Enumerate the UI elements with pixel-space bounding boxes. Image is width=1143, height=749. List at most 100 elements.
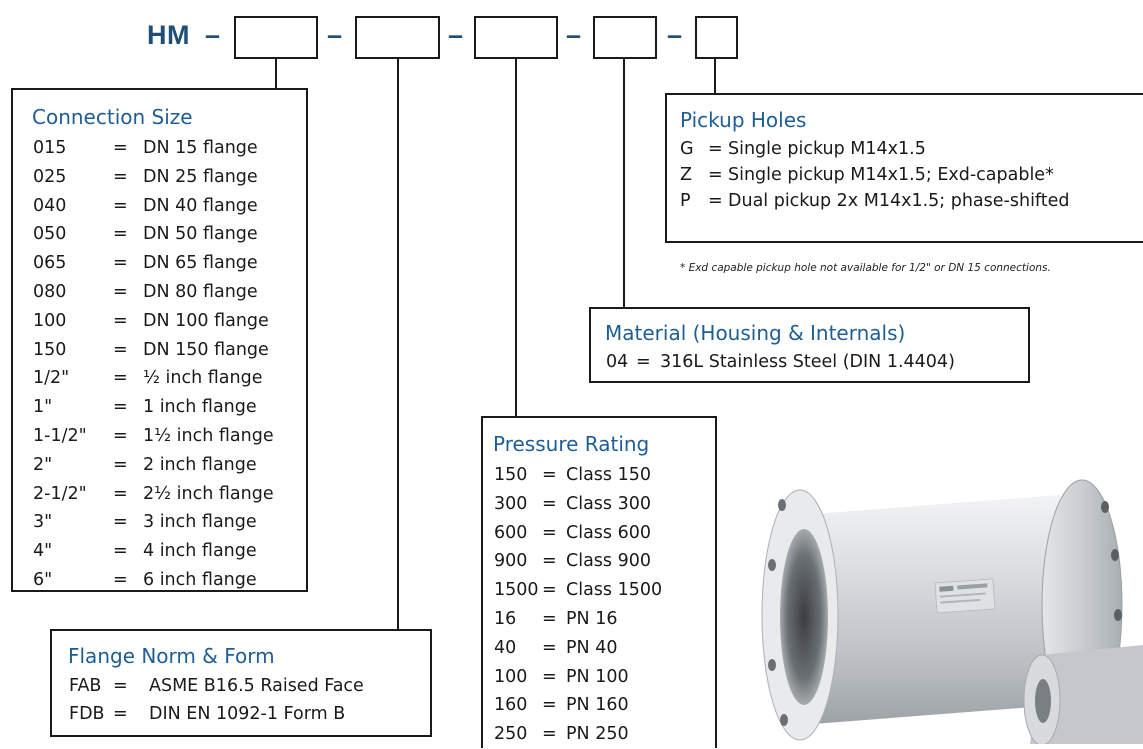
option-code: 1" [33,397,53,418]
option-description: Class 600 [566,522,652,543]
connection-size-row: 4" = 4 inch flange [33,537,274,566]
option-code: 4" [33,541,53,562]
equals-sign: = [542,493,557,514]
option-code: 160 [494,695,528,716]
option-description: DN 50 flange [143,224,258,245]
second-meter-bore [1035,679,1051,723]
option-description: Single pickup M14x1.5 [728,139,926,159]
equals-sign: = [113,195,128,216]
option-code: 2-1/2" [33,483,87,504]
option-code: 100 [33,310,67,331]
connection-size-row: 2-1/2"=2½ inch flange [33,480,274,509]
option-code: Z [680,165,692,185]
code-separator: – [448,20,464,50]
option-code: 150 [33,339,67,360]
option-code: 600 [494,522,528,543]
option-description: PN 160 [566,695,629,716]
code-segment-pickup-holes [695,16,738,59]
connection-size-row: 3"=3 inch flange [33,508,274,537]
connection-size-row: 150=DN 150 flange [33,336,274,365]
equals-sign: = [113,138,128,158]
option-description: PN 250 [566,724,629,745]
option-code: 1/2" [33,368,70,389]
material-row: 04=316L Stainless Steel (DIN 1.4404) [606,349,955,375]
option-code: 080 [33,281,67,302]
option-code: FAB [69,676,102,696]
option-description: Dual pickup 2x M14x1.5; phase-shifted [728,191,1070,211]
bolt-hole [768,659,776,671]
option-code: 300 [494,493,528,514]
equals-sign: = [113,676,128,696]
material-panel: Material (Housing & Internals) 04=316L S… [589,307,1030,383]
pickup-holes-row: P=Dual pickup 2x M14x1.5; phase-shifted [680,188,1070,214]
connection-size-row: 1-1/2"=1½ inch flange [33,422,274,451]
option-description: ASME B16.5 Raised Face [149,676,364,696]
bolt-hole [1114,609,1122,621]
option-description: Single pickup M14x1.5; Exd-capable* [728,165,1054,185]
option-description: Class 900 [566,551,652,572]
option-description: ½ inch flange [143,368,263,389]
bolt-hole [1111,549,1119,561]
connector-line-connection-size [275,57,277,89]
flange-norm-title: Flange Norm & Form [68,644,275,668]
option-code: 025 [33,166,67,187]
code-separator: – [205,20,221,50]
pressure-rating-row: 1500=Class 1500 [494,576,662,605]
code-separator: – [327,20,343,50]
pipe-body [800,495,1060,725]
option-code: 015 [33,138,67,158]
code-segment-material [593,16,657,59]
option-code: 3" [33,512,53,533]
connection-size-row: 040=DN 40 flange [33,192,274,221]
option-description: DN 15 flange [143,138,258,158]
option-code: 250 [494,724,528,745]
equals-sign: = [113,253,128,274]
flowmeter-product-image [761,479,1143,744]
option-code: 100 [494,666,528,687]
equals-sign: = [113,281,128,302]
model-code-prefix: HM [147,20,190,50]
option-description: DN 100 flange [143,310,269,331]
equals-sign: = [113,368,128,389]
option-description: DN 80 flange [143,281,258,302]
equals-sign: = [113,425,128,446]
option-description: 316L Stainless Steel (DIN 1.4404) [660,352,955,372]
option-description: PN 16 [566,608,618,629]
option-description: 2 inch flange [143,454,257,475]
equals-sign: = [113,224,128,245]
option-description: Class 150 [566,465,652,485]
option-description: Class 300 [566,493,652,514]
connector-line-pickup-holes [714,57,716,95]
option-description: 1 inch flange [143,397,257,418]
equals-sign: = [113,541,128,562]
equals-sign: = [542,580,557,601]
option-description: 1½ inch flange [143,425,274,446]
material-title: Material (Housing & Internals) [605,321,906,345]
equals-sign: = [113,397,128,418]
equals-sign: = [113,704,128,724]
option-description: 6 inch flange [143,569,257,590]
equals-sign: = [542,666,557,687]
option-description: 4 inch flange [143,541,257,562]
equals-sign: = [542,637,557,658]
option-code: 040 [33,195,67,216]
option-code: P [680,191,691,211]
option-description: PN 100 [566,666,629,687]
equals-sign: = [542,724,557,745]
option-code: 40 [494,637,517,658]
code-segment-connection-size [234,16,318,59]
equals-sign: = [542,551,557,572]
connection-size-row: 015 = DN 15 flange [33,134,274,163]
option-code: 900 [494,551,528,572]
option-code: 6" [33,569,53,590]
bolt-hole [778,499,786,511]
pickup-holes-row: Z=Single pickup M14x1.5; Exd-capable* [680,162,1070,188]
equals-sign: = [636,352,651,372]
pressure-rating-row: 16=PN 16 [494,605,662,634]
connection-size-title: Connection Size [32,105,193,129]
option-code: FDB [69,704,105,724]
bore-opening [780,529,828,705]
nameplate [934,578,996,614]
